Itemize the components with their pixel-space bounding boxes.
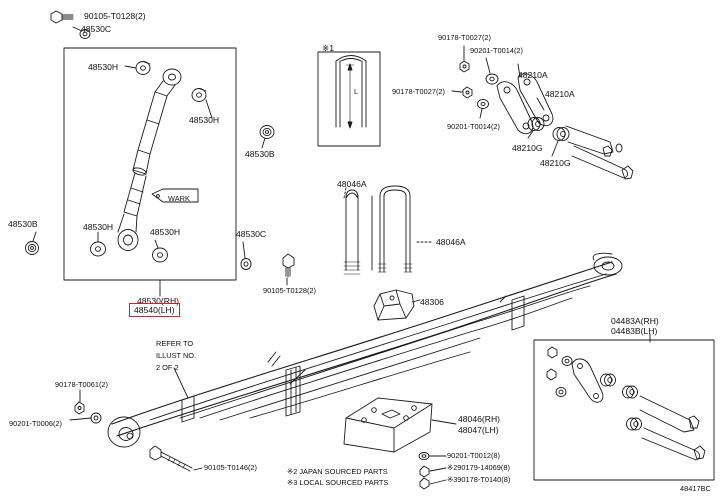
label-spring-note-3: 2 OF 2 xyxy=(156,363,179,372)
label-plate-nut-b: ※390178-T0140(8) xyxy=(447,475,511,484)
label-shock-washer-bottom: 48530C xyxy=(236,229,267,239)
label-legend-local: ※3 LOCAL SOURCED PARTS xyxy=(287,478,389,487)
label-shackle-bushing-g-2: 48210G xyxy=(540,158,571,168)
bottom-bolt-icon xyxy=(282,253,295,278)
label-shackle-bushing-g: 48210G xyxy=(512,143,543,153)
hanger-bolt-icon xyxy=(149,445,193,472)
top-right-bushing-icon xyxy=(191,88,207,102)
label-detail-marker: ※1 xyxy=(322,43,334,53)
label-rear-shackle-rh: 04483A(RH) xyxy=(611,316,659,326)
label-shock-bolt-bottom: 90105-T0128(2) xyxy=(263,286,317,295)
plate-fasteners-drawing xyxy=(418,452,447,490)
left-cup-icon xyxy=(25,241,39,255)
label-spring-note-1: REFER TO xyxy=(156,339,194,348)
shackle-nut-a-icon xyxy=(459,60,470,73)
label-shackle-a-2: 48210A xyxy=(545,89,575,99)
plate-nut-a-icon xyxy=(419,465,430,478)
label-detail-dimension: L xyxy=(354,87,359,96)
plate-washer-icon xyxy=(418,452,430,460)
top-left-bushing-icon xyxy=(135,61,151,75)
label-warning-tag: WARK xyxy=(168,194,190,203)
label-plate-lh: 48047(LH) xyxy=(458,425,499,435)
top-washer-icon xyxy=(79,29,91,39)
right-cup-icon xyxy=(259,125,275,139)
bottom-right-bushing-icon xyxy=(152,247,168,263)
label-hanger-nut: 90178-T0061(2) xyxy=(55,380,109,389)
detail-box-1 xyxy=(317,51,381,147)
hanger-nut-icon xyxy=(74,401,85,415)
label-shock-bolt-top: 90105-T0128(2) xyxy=(84,11,146,21)
label-legend-japan: ※2 JAPAN SOURCED PARTS xyxy=(287,467,388,476)
bottom-washer-icon xyxy=(240,258,252,270)
label-shock-cup-right: 48530B xyxy=(245,149,275,159)
label-plate-rh: 48046(RH) xyxy=(458,414,501,424)
hanger-washer-icon xyxy=(90,412,102,424)
label-shackle-a: 48210A xyxy=(518,70,548,80)
label-spring-note-2: ILLUST NO. xyxy=(156,351,197,360)
plate-nut-b-icon xyxy=(419,477,430,490)
shackle-washer-a-icon xyxy=(485,73,499,85)
rear-shackle-assy-drawing xyxy=(533,333,715,481)
shock-absorber-drawing xyxy=(25,10,295,297)
top-bolt-icon xyxy=(50,10,74,24)
label-shock-bushing-top-right: 48530H xyxy=(189,115,220,125)
label-shock-part-lh: 48540(LH) xyxy=(129,303,180,317)
u-bolts-drawing xyxy=(343,185,433,321)
bottom-left-bushing-icon xyxy=(90,241,106,257)
label-hanger-bolt: 90105-T0146(2) xyxy=(204,463,258,472)
bumper-icon xyxy=(373,289,415,321)
label-shackle-washer-a: 90201-T0014(2) xyxy=(470,46,524,55)
spring-plate-drawing xyxy=(343,397,457,453)
label-shackle-nut-b: 90178-T0027(2) xyxy=(392,87,446,96)
front-hanger-fasteners-drawing xyxy=(69,389,203,472)
assy-bushing-icons xyxy=(600,373,642,431)
label-shock-bushing-bottom-right: 48530H xyxy=(150,227,181,237)
label-shock-bushing-top-left: 48530H xyxy=(88,62,119,72)
shock-body-icon xyxy=(117,68,182,251)
label-hanger-washer: 90201-T0006(2) xyxy=(9,419,63,428)
label-shock-bushing-bottom-left: 48530H xyxy=(83,222,114,232)
assy-pin-icon xyxy=(639,395,706,461)
assy-nut-icons xyxy=(546,346,573,397)
shackle-plate-icon xyxy=(496,73,554,135)
leaf-spring-drawing xyxy=(107,252,623,448)
label-shackle-nut-a: 90178-T0027(2) xyxy=(438,33,492,42)
assy-plate-icon xyxy=(571,358,604,403)
label-shock-part-rh: 48530(RH) xyxy=(137,296,180,306)
label-u-bolt-side: 48046A xyxy=(436,237,466,247)
label-diagram-id: 48417BC xyxy=(680,484,711,493)
shackle-pin-icon xyxy=(565,125,634,180)
label-bumper: 48306 xyxy=(420,297,444,307)
label-plate-washer: 90201-T0012(8) xyxy=(447,451,501,460)
label-plate-nut-a: ※290179-14069(8) xyxy=(447,463,510,472)
shackle-bushing-g-icon xyxy=(527,117,570,141)
label-shackle-washer-b: 90201-T0014(2) xyxy=(447,122,501,131)
label-u-bolt-top: 48046A xyxy=(337,179,367,189)
label-shock-washer-top: 48530C xyxy=(81,24,112,34)
label-shock-cup-left: 48530B xyxy=(8,219,38,229)
shackle-drawing xyxy=(451,45,634,180)
warning-tag-icon xyxy=(151,188,199,203)
label-rear-shackle-lh: 04483B(LH) xyxy=(611,326,658,336)
shock-absorber-frame xyxy=(63,47,237,281)
shackle-washer-b-icon xyxy=(477,99,489,109)
shackle-nut-b-icon xyxy=(462,86,473,99)
